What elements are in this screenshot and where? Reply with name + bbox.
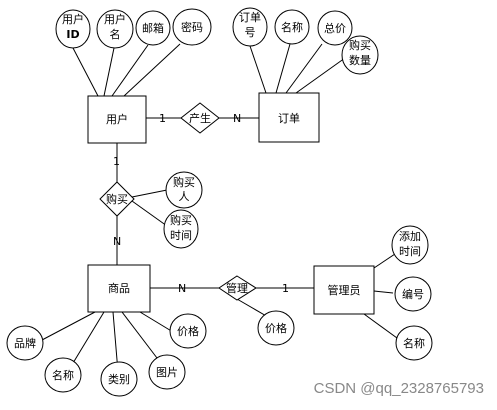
svg-text:编号: 编号 bbox=[402, 287, 424, 301]
svg-text:数量: 数量 bbox=[349, 54, 371, 67]
svg-text:时间: 时间 bbox=[399, 245, 421, 258]
svg-text:价格: 价格 bbox=[177, 324, 199, 338]
attribute-product-category: 类别 bbox=[100, 361, 138, 397]
svg-text:用户: 用户 bbox=[62, 12, 84, 26]
svg-text:订单: 订单 bbox=[239, 11, 261, 24]
watermark: CSDN @qq_2328765793 bbox=[314, 380, 484, 397]
entity-order-label: 订单 bbox=[278, 112, 300, 125]
svg-text:名称: 名称 bbox=[52, 368, 74, 382]
attribute-admin-name: 名称 bbox=[395, 325, 433, 361]
svg-text:邮箱: 邮箱 bbox=[142, 21, 164, 35]
attribute-product-price: 价格 bbox=[169, 313, 207, 349]
attribute-order-total: 总价 bbox=[317, 10, 353, 46]
connector-lines bbox=[41, 43, 398, 373]
cardinality-purchase-product: N bbox=[113, 235, 121, 248]
attribute-manage-price: 价格 bbox=[257, 310, 295, 346]
attribute-product-image: 图片 bbox=[148, 354, 186, 390]
svg-text:ID: ID bbox=[66, 28, 79, 41]
svg-text:密码: 密码 bbox=[181, 20, 203, 34]
attribute-admin-added-time: 添加 时间 bbox=[391, 225, 429, 265]
svg-text:品牌: 品牌 bbox=[14, 336, 36, 350]
cardinality-user-purchase: 1 bbox=[113, 155, 120, 168]
svg-text:人: 人 bbox=[179, 190, 190, 203]
attribute-order-name: 名称 bbox=[274, 9, 310, 45]
entity-user-label: 用户 bbox=[106, 112, 128, 126]
attribute-order-quantity: 购买 数量 bbox=[341, 35, 379, 75]
relationship-produce-label: 产生 bbox=[189, 111, 211, 125]
svg-text:名称: 名称 bbox=[281, 20, 303, 34]
svg-text:时间: 时间 bbox=[170, 229, 192, 242]
attribute-user-id: 用户 ID bbox=[55, 9, 91, 49]
svg-text:用户: 用户 bbox=[104, 12, 126, 26]
svg-text:图片: 图片 bbox=[156, 366, 178, 379]
attribute-admin-id: 编号 bbox=[394, 276, 432, 312]
cardinality-produce-order: N bbox=[233, 112, 241, 125]
attribute-product-name: 名称 bbox=[44, 357, 82, 393]
entity-product-label: 商品 bbox=[108, 281, 130, 295]
entity-order: 订单 bbox=[258, 92, 320, 143]
cardinality-manage-admin: 1 bbox=[282, 282, 289, 295]
relationship-purchase-label: 购买 bbox=[106, 192, 128, 206]
svg-text:总价: 总价 bbox=[324, 21, 346, 35]
svg-text:购买: 购买 bbox=[170, 213, 192, 227]
relationship-purchase: 购买 bbox=[99, 181, 135, 217]
svg-text:类别: 类别 bbox=[108, 372, 130, 386]
attribute-user-password: 密码 bbox=[172, 8, 212, 46]
attribute-purchase-time: 购买 时间 bbox=[163, 209, 199, 249]
entity-product: 商品 bbox=[87, 264, 151, 313]
attribute-product-brand: 品牌 bbox=[6, 325, 44, 361]
attribute-order-number: 订单 号 bbox=[232, 7, 268, 47]
svg-text:名称: 名称 bbox=[403, 336, 425, 350]
svg-text:价格: 价格 bbox=[265, 321, 287, 335]
svg-text:号: 号 bbox=[245, 26, 256, 39]
entity-admin-label: 管理员 bbox=[328, 283, 361, 297]
attribute-user-email: 邮箱 bbox=[135, 10, 171, 46]
attribute-user-name: 用户 名 bbox=[96, 9, 134, 49]
svg-text:购买: 购买 bbox=[173, 175, 195, 189]
svg-text:名: 名 bbox=[110, 27, 121, 41]
relationship-manage-label: 管理 bbox=[226, 281, 248, 295]
svg-text:购买: 购买 bbox=[349, 38, 371, 52]
svg-text:添加: 添加 bbox=[399, 229, 421, 243]
relationship-produce: 产生 bbox=[180, 102, 220, 134]
cardinality-user-produce: 1 bbox=[159, 112, 166, 125]
entity-admin: 管理员 bbox=[313, 265, 375, 315]
attribute-purchaser: 购买 人 bbox=[165, 171, 203, 209]
entity-user: 用户 bbox=[87, 95, 147, 144]
relationship-manage: 管理 bbox=[218, 275, 257, 301]
cardinality-product-manage: N bbox=[178, 282, 186, 295]
